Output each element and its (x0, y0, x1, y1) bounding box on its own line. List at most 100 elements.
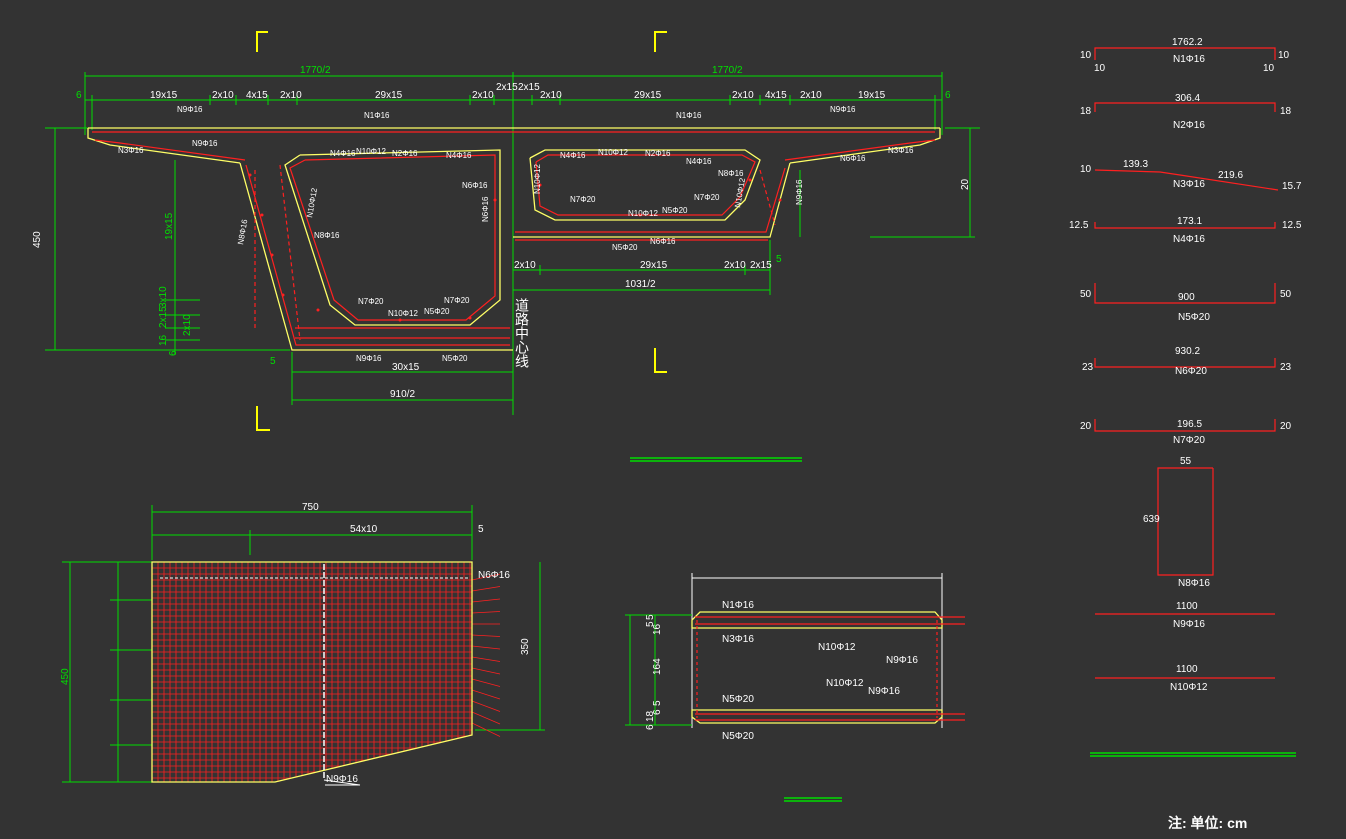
rl-n5-bottom: N5Φ20 (442, 354, 468, 363)
rl-n5-right-bottom: N5Φ20 (612, 243, 638, 252)
mesh-extension-bar (471, 586, 501, 592)
dt-dim-0: 5 (645, 614, 656, 620)
bs-n6-right: 23 (1280, 362, 1292, 373)
dim-half-left: 1770/2 (300, 65, 331, 76)
dt-dim-5: 18 (645, 710, 656, 722)
rl-n10-left: N10Φ12 (356, 147, 387, 156)
bs-n5-right: 50 (1280, 289, 1292, 300)
rl-n9-bottom: N9Φ16 (356, 354, 382, 363)
side-elevation: 750 54x10 5 450 350 N6Φ16 N9Φ16 (60, 502, 545, 786)
bs-n1-left: 10 (1080, 50, 1092, 61)
dim-small-4: 6 (168, 350, 179, 356)
dt-dim-3: 164 (652, 658, 663, 675)
dim-height: 450 (32, 231, 43, 248)
mesh-extension-bar (471, 711, 501, 725)
mesh-extension-bar (471, 611, 501, 614)
cross-section: 1770/2 1770/2 6 6 19x15 2x10 4x15 2x10 2… (32, 65, 980, 415)
bs-n3-top2: 219.6 (1218, 170, 1243, 181)
dt-dim-4: 6 (652, 709, 663, 715)
dt-lab-6: N5Φ20 (722, 694, 754, 705)
bs-n9-label: N9Φ16 (1173, 619, 1205, 630)
bs-n6-left: 23 (1082, 362, 1094, 373)
bs-n8-side: 639 (1143, 514, 1160, 525)
dt-dim-1: 5 (645, 621, 656, 627)
sv-width: 750 (302, 502, 319, 513)
rl-n10-right-wall: N10Φ12 (733, 177, 747, 209)
rl-n10-bot: N10Φ12 (388, 309, 419, 318)
mesh-extension-bar (471, 667, 501, 675)
rl-n7-bot1: N7Φ20 (358, 297, 384, 306)
dim-tl-2: 4x15 (246, 90, 268, 101)
dt-lab-1: N3Φ16 (722, 634, 754, 645)
dim-br-spacing-2: 29x15 (640, 260, 668, 271)
rl-n6-inner: N6Φ16 (481, 196, 490, 222)
dim-small-2: 2x10 (182, 314, 193, 336)
dim-br-width: 1031/2 (625, 279, 656, 290)
dim-right-height: 20 (960, 178, 971, 190)
bs-n7-label: N7Φ20 (1173, 435, 1205, 446)
rl-n10-right: N10Φ12 (598, 148, 629, 157)
rl-n9-tl: N9Φ16 (177, 105, 203, 114)
bs-n1-label: N1Φ16 (1173, 54, 1205, 65)
dim-bl-width: 910/2 (390, 389, 415, 400)
rl-n3-right: N3Φ16 (888, 146, 914, 155)
bs-n5-label: N5Φ20 (1178, 312, 1210, 323)
bs-n1-bl: 10 (1094, 63, 1106, 74)
detail-section: 5 5 16 164 6 18 5 6 N1Φ16 N3Φ16 N10Φ12 N… (625, 457, 965, 802)
mesh-extension-bar (471, 700, 501, 712)
centerline-label: 道路中心线 (514, 298, 530, 368)
bs-n7-right: 20 (1280, 421, 1292, 432)
rl-n7-right2: N7Φ20 (694, 193, 720, 202)
bs-n9-top: 1100 (1176, 601, 1198, 612)
dt-lab-5: N9Φ16 (868, 686, 900, 697)
rl-n4-right: N4Φ16 (560, 151, 586, 160)
dim-br-spacing-1: 2x10 (514, 260, 536, 271)
bs-n4-right: 12.5 (1282, 220, 1302, 231)
dt-lab-7: N5Φ20 (722, 731, 754, 742)
rl-n5-bot: N5Φ20 (424, 307, 450, 316)
bs-n6-top: 930.2 (1175, 346, 1200, 357)
dt-lab-0: N1Φ16 (722, 600, 754, 611)
bs-n10-label: N10Φ12 (1170, 682, 1208, 693)
dim-tl-1: 2x10 (212, 90, 234, 101)
dim-tl-4: 29x15 (375, 90, 403, 101)
rl-n1-top: N1Φ16 (364, 111, 390, 120)
rl-n3-left: N3Φ16 (118, 146, 144, 155)
bs-n3-top1: 139.3 (1123, 159, 1148, 170)
bs-n2-left: 18 (1080, 106, 1092, 117)
mesh-extension-bar (471, 645, 501, 650)
mesh-extension-bar (471, 678, 501, 687)
dt-dim-2: 16 (652, 623, 663, 635)
rl-n2-right: N2Φ16 (645, 149, 671, 158)
dim-br-spacing-4: 2x15 (750, 260, 772, 271)
dim-edge-right: 6 (945, 90, 951, 101)
bs-n1-top: 1762.2 (1172, 37, 1203, 48)
section-cut-marks (256, 31, 667, 431)
dim-tl-0: 19x15 (150, 90, 178, 101)
bar-schedule: 1762.2 10 10 10 10 N1Φ16 306.4 18 18 N2Φ… (1069, 37, 1302, 757)
dt-lab-3: N9Φ16 (886, 655, 918, 666)
sv-height-right: 350 (520, 638, 531, 655)
unit-note: 注: 单位: cm (1168, 815, 1247, 831)
dim-tr-3: 2x10 (732, 90, 754, 101)
rl-n9-right-web: N9Φ16 (795, 179, 804, 205)
dim-five-right: 5 (776, 254, 782, 265)
rl-n4-right2: N4Φ16 (686, 157, 712, 166)
dim-small-0: 3x10 (158, 286, 169, 308)
rl-n10-web: N10Φ12 (305, 187, 319, 219)
dim-bl-spacing: 30x15 (392, 362, 420, 373)
rl-n10-wall: N10Φ12 (533, 163, 542, 194)
bs-n5-top: 900 (1178, 292, 1195, 303)
rl-n8-inner: N8Φ16 (314, 231, 340, 240)
rl-n6-left: N6Φ16 (462, 181, 488, 190)
rl-n1-top-r: N1Φ16 (676, 111, 702, 120)
dt-dim-7: 6 (645, 724, 656, 730)
bs-n3-right: 15.7 (1282, 181, 1302, 192)
rl-n8-web: N8Φ16 (236, 218, 249, 245)
sv-label-bottom: N9Φ16 (326, 774, 358, 785)
bs-n2-top: 306.4 (1175, 93, 1200, 104)
dt-lab-2: N10Φ12 (818, 642, 856, 653)
rl-n4-left: N4Φ16 (330, 149, 356, 158)
dim-tl-5: 2x10 (472, 90, 494, 101)
